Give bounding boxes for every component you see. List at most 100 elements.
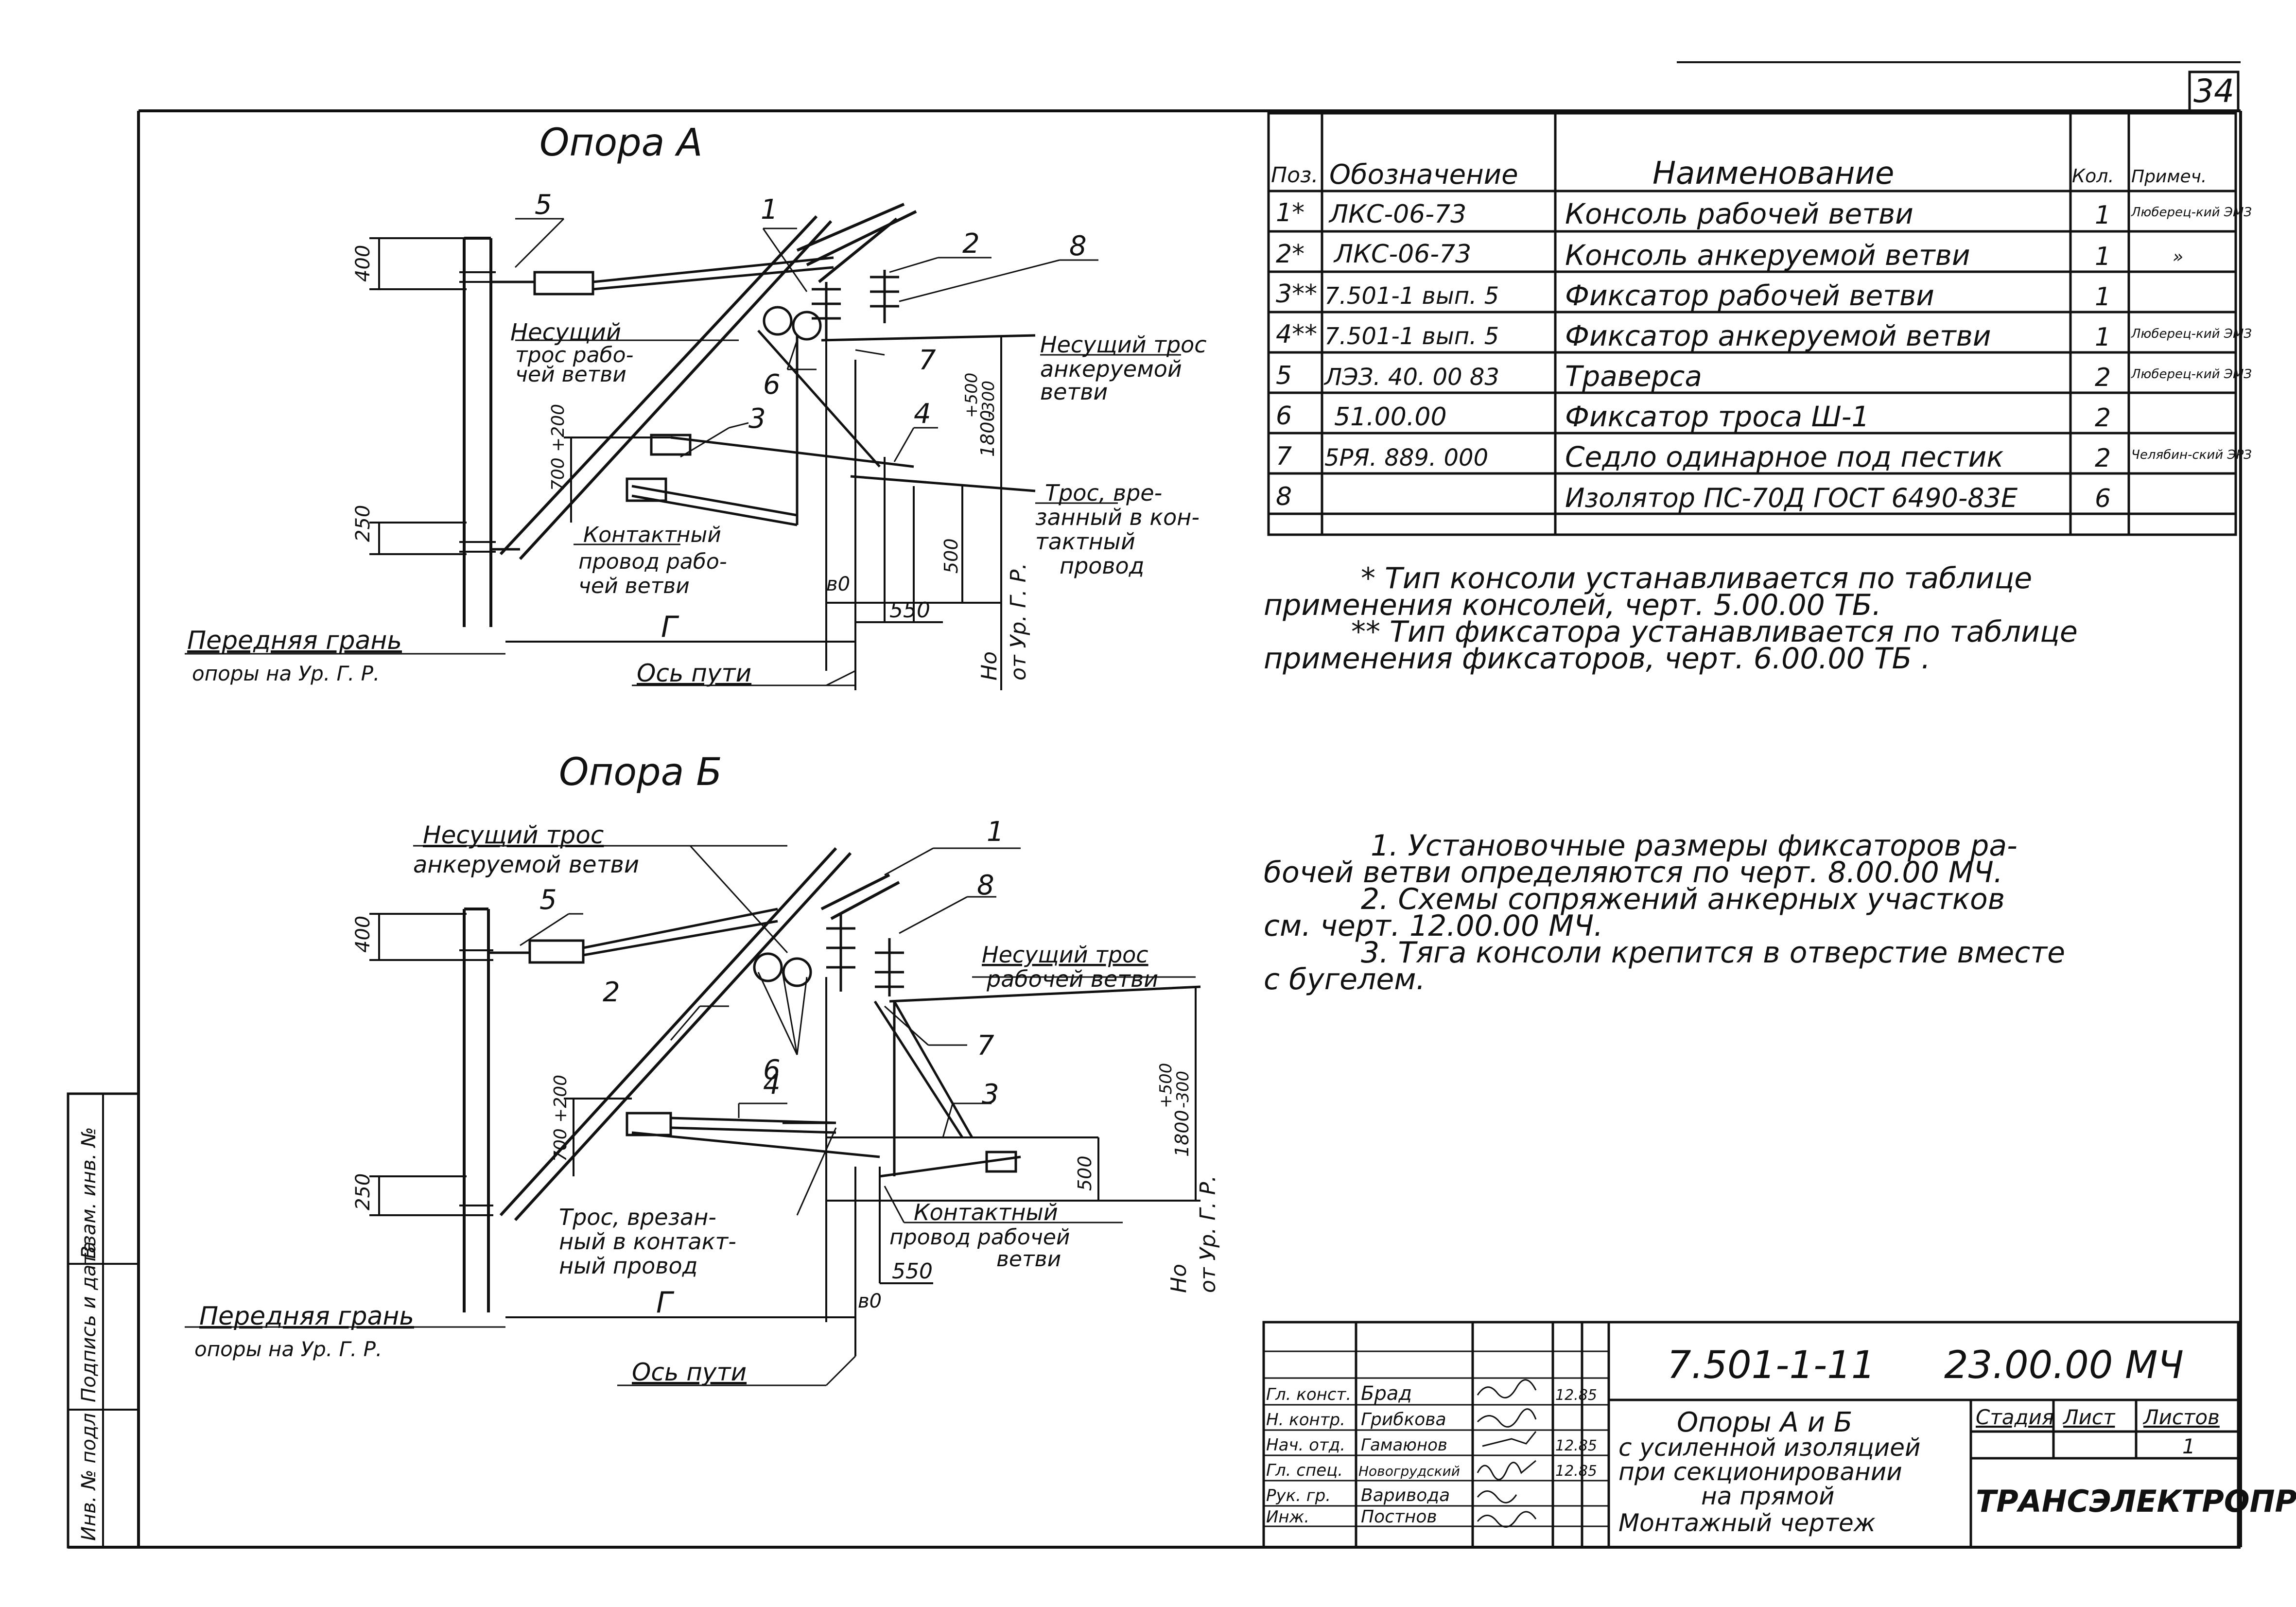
support-a-g-label: Г [661, 610, 679, 644]
support-a-dim-550: 550 [889, 598, 930, 623]
signature-row: Рук. гр. Варивода [1266, 1485, 1450, 1505]
note-2-line-2: см. черт. 12.00.00 МЧ. [1264, 909, 1603, 943]
footnote-2-line-1: ** Тип фиксатора устанавливается по табл… [1351, 615, 2078, 649]
support-b: Опора Б [185, 751, 1220, 1386]
sign-name: Постнов [1361, 1507, 1437, 1527]
sheets-label: Листов [2142, 1405, 2220, 1429]
support-b-callout-5: 5 [539, 884, 557, 916]
support-b-dimensions [369, 913, 1200, 1356]
support-b-ho-label: Но [1166, 1264, 1191, 1293]
row-name: Фиксатор рабочей ветви [1565, 279, 1934, 312]
support-a-face-label-1: Передняя грань [187, 626, 402, 655]
notes: 1. Установочные размеры фиксаторов ра- б… [1264, 829, 2065, 996]
support-a-cables [491, 256, 1036, 551]
side-stamp: Инв. № подл Подпись и дата Взам. инв. № [67, 1092, 140, 1549]
row-qty: 1 [2095, 323, 2111, 352]
support-a-pole [459, 237, 496, 627]
signature-row: Инж. Постнов [1266, 1507, 1437, 1527]
organization-name: ТРАНСЭЛЕКТРОПРОЕКТ [1976, 1484, 2296, 1519]
footnote-2-line-2: применения фиксаторов, черт. 6.00.00 ТБ … [1264, 642, 1931, 676]
support-a-callout-4: 4 [914, 398, 931, 430]
doc-code-left: 7.501-1-11 [1667, 1344, 1875, 1387]
sign-name: Новогрудский [1358, 1463, 1460, 1479]
row-pos: 7 [1276, 442, 1292, 471]
support-b-insulators [753, 914, 904, 996]
support-a-dim-b0: в0 [826, 573, 850, 595]
support-b-dim-550: 550 [892, 1259, 933, 1284]
support-a-cut-cable-label-2: занный в кон- [1035, 504, 1200, 530]
support-b-axis-label: Ось пути [632, 1358, 747, 1386]
support-b-dim-minus300: -300 [1173, 1071, 1193, 1108]
sign-role: Инж. [1266, 1507, 1309, 1527]
row-qty: 2 [2095, 444, 2111, 473]
sign-name: Брад [1361, 1382, 1412, 1405]
support-b-callout-7: 7 [977, 1030, 994, 1062]
support-a-title: Опора А [539, 121, 703, 165]
header-note: Примеч. [2131, 167, 2207, 187]
spec-table-row-1: 1* ЛКС-06-73 Консоль рабочей ветви 1 Люб… [1276, 197, 2252, 230]
row-code: 7.501-1 вып. 5 [1324, 282, 1499, 310]
side-stamp-sign: Подпись и дата [78, 1241, 100, 1402]
support-a-leaders [185, 218, 1181, 686]
note-3-line-1: 3. Тяга консоли крепится в отверстие вме… [1361, 936, 2065, 970]
header-pos: Поз. [1271, 163, 1318, 188]
row-pos: 4** [1276, 320, 1317, 349]
support-a-dim-400: 400 [352, 245, 374, 282]
signature-row: Гл. спец. Новогрудский 12.85 [1266, 1461, 1597, 1480]
row-name: Фиксатор анкеруемой ветви [1565, 319, 1991, 352]
signature-row: Гл. конст. Брад 12.85 [1266, 1382, 1597, 1405]
title-line-5: Монтажный чертеж [1618, 1509, 1876, 1537]
sheet-number: 34 [2193, 72, 2234, 110]
support-a-ur-label: от Ур. Г. Р. [1006, 563, 1031, 681]
row-name: Консоль анкеруемой ветви [1565, 239, 1970, 272]
support-b-face-label-2: опоры на Ур. Г. Р. [194, 1337, 382, 1361]
row-name: Консоль рабочей ветви [1565, 197, 1913, 230]
sign-date: 12.85 [1555, 1437, 1597, 1454]
support-a-cut-cable-label-4: провод [1060, 553, 1144, 579]
support-b-face-label-1: Передняя грань [199, 1302, 414, 1331]
title-line-2: с усиленной изоляцией [1618, 1433, 1921, 1462]
support-b-title: Опора Б [559, 751, 722, 794]
support-b-ur-label: от Ур. Г. Р. [1196, 1175, 1220, 1293]
support-a-ho-label: Но [977, 651, 1002, 681]
support-a-callout-3: 3 [748, 403, 766, 435]
header-qty: Кол. [2072, 165, 2114, 187]
side-stamp-inv: Инв. № подл [78, 1413, 100, 1541]
signature-row: Нач. отд. Гамаюнов 12.85 [1266, 1435, 1597, 1455]
row-name: Фиксатор троса Ш-1 [1565, 400, 1869, 433]
row-note: » [2173, 247, 2183, 267]
support-a-work-cable-label-2: трос рабо- [515, 343, 633, 367]
row-pos: 8 [1276, 482, 1292, 511]
support-b-dim-plus500: +500 [1156, 1063, 1176, 1108]
row-note: Люберец-кий ЭМЗ [2131, 205, 2252, 220]
support-a-callout-2: 2 [962, 228, 980, 260]
sheets-value: 1 [2182, 1434, 2195, 1458]
support-b-callout-6: 6 [763, 1054, 781, 1086]
title-line-4: на прямой [1701, 1482, 1835, 1510]
spec-table-row-5: 5 ЛЭЗ. 40. 00 83 Траверса 2 Люберец-кий … [1276, 360, 2252, 393]
support-b-callout-1: 1 [987, 816, 1004, 848]
support-a-dim-1800: 1800 [977, 410, 998, 457]
support-a-cut-cable-label-1: Трос, вре- [1045, 480, 1162, 506]
row-note: Люберец-кий ЭМЗ [2131, 367, 2252, 382]
row-qty: 2 [2095, 403, 2111, 433]
row-note: Челябин-ский ЭРЗ [2131, 448, 2252, 462]
row-code: 7.501-1 вып. 5 [1324, 323, 1499, 350]
spec-table-row-6: 6 51.00.00 Фиксатор троса Ш-1 2 [1276, 400, 2111, 433]
sign-role: Н. контр. [1266, 1410, 1345, 1430]
support-b-anchor-cable-label-2: анкеруемой ветви [413, 851, 639, 878]
support-a-work-cable-label-3: чей ветви [515, 362, 626, 387]
support-b-dim-700: 700 +200 [551, 1075, 571, 1162]
support-b-dim-400: 400 [352, 916, 374, 953]
support-a-contact-label-2: провод рабо- [578, 549, 727, 574]
support-b-anchor-cable-label-1: Несущий трос [423, 821, 604, 849]
support-b-dim-1800: 1800 [1171, 1110, 1193, 1157]
row-code: 5РЯ. 889. 000 [1324, 444, 1488, 472]
row-name: Траверса [1565, 360, 1702, 393]
support-a-dim-500: 500 [940, 538, 962, 574]
support-b-work-cable-label-1: Несущий трос [982, 942, 1148, 968]
row-code: ЛКС-06-73 [1328, 200, 1466, 229]
support-b-consoles [499, 847, 900, 1222]
support-a-contact-label-3: чей ветви [578, 574, 690, 598]
